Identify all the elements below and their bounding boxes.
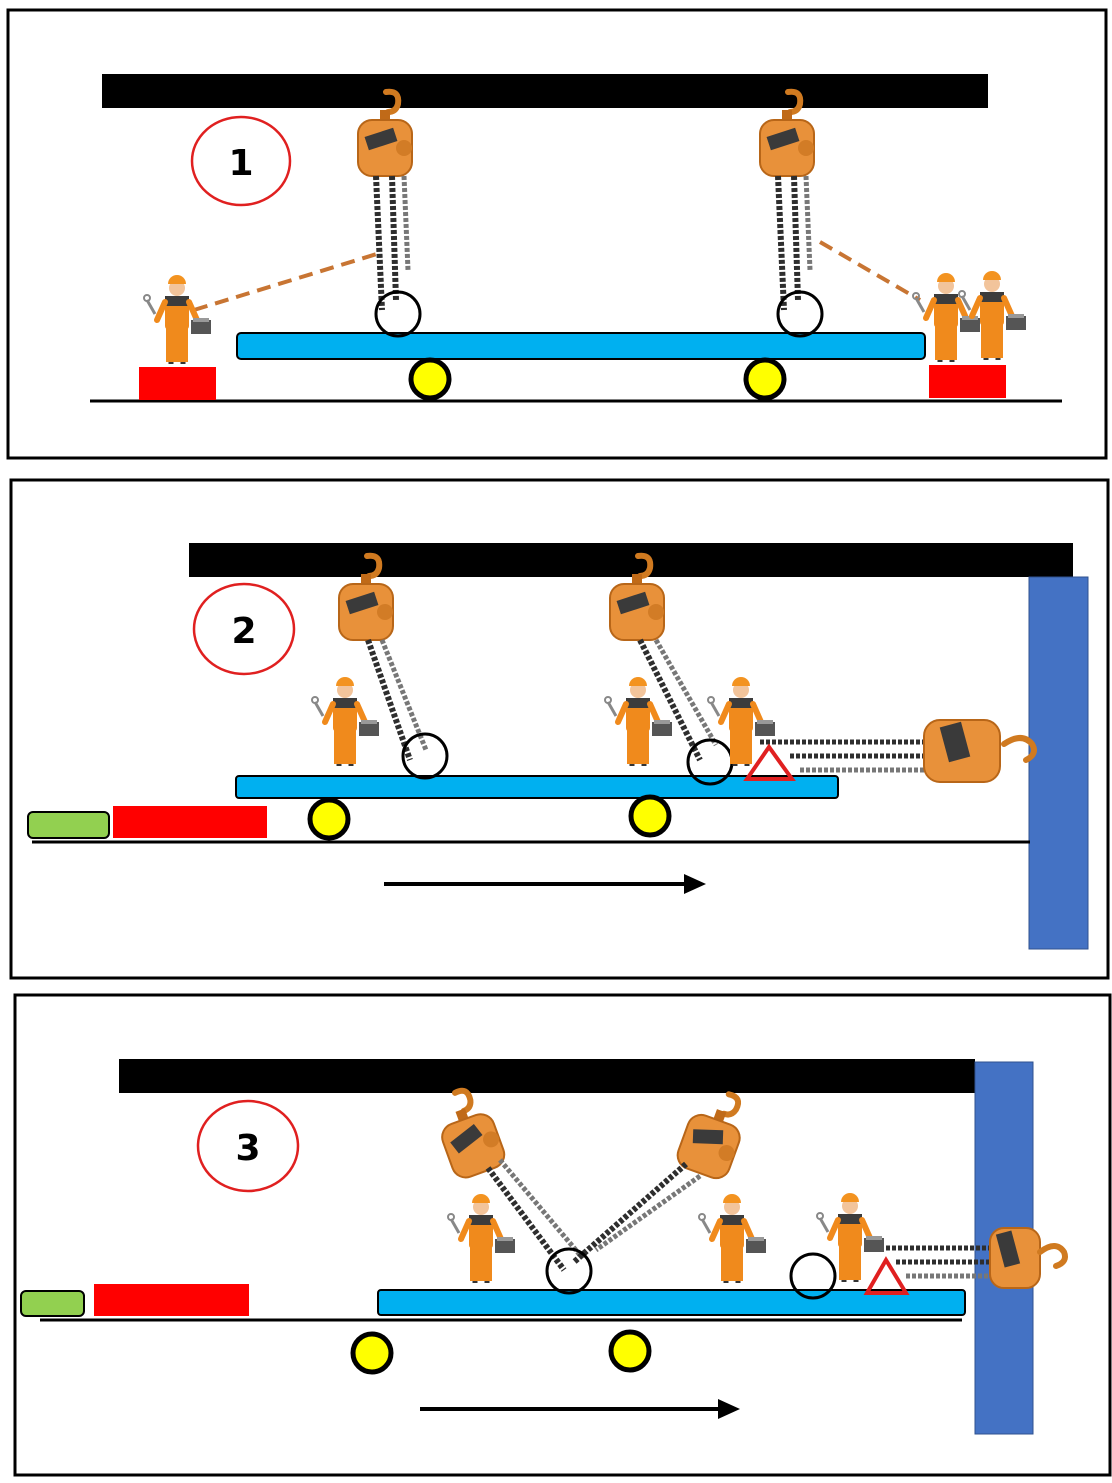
wheel [350, 1331, 394, 1375]
step-number-circle [192, 582, 296, 676]
step-number: 1 [228, 143, 253, 184]
overhead-beam [119, 1059, 975, 1093]
red-block [929, 365, 1006, 398]
wheel [743, 357, 787, 401]
hook-point-circle-icon [401, 732, 449, 780]
panel-step-2: 2 [9, 478, 1110, 980]
wheel [608, 1329, 652, 1373]
hook-point-circle-icon [789, 1252, 837, 1300]
hook-point-circle-icon [545, 1247, 593, 1295]
platform [235, 775, 839, 799]
step-number-circle [190, 115, 292, 207]
hook-point-circle-icon [776, 290, 824, 338]
anchor-wall [1028, 576, 1089, 950]
platform [236, 332, 926, 360]
overhead-beam [102, 74, 988, 108]
green-block [27, 811, 110, 839]
chain-hoist-icon [429, 1084, 582, 1272]
pull-cord [193, 251, 381, 312]
direction-arrow-icon [420, 1399, 740, 1419]
chain-hoist-icon [610, 556, 719, 762]
hook-point-circle-icon [374, 290, 422, 338]
chain-hoist-icon [760, 92, 814, 311]
step-number-circle [196, 1099, 300, 1193]
chain-hoist-icon [880, 1227, 1068, 1289]
wheel [307, 797, 351, 841]
chain-hoist-icon [572, 1084, 753, 1265]
warning-triangle-icon [863, 1256, 910, 1295]
wheel [408, 357, 452, 401]
chain-hoist-icon [339, 556, 429, 761]
step-number: 3 [235, 1128, 260, 1169]
red-block [139, 367, 216, 400]
panel-step-3: 3 [13, 993, 1112, 1477]
pull-cord [818, 240, 922, 302]
direction-arrow-icon [384, 874, 706, 894]
warning-triangle-icon [743, 743, 796, 781]
green-block [20, 1290, 85, 1317]
red-block [113, 806, 267, 838]
red-block [94, 1284, 249, 1316]
chain-hoist-icon [760, 719, 1037, 783]
overhead-beam [189, 543, 1073, 577]
step-number: 2 [231, 611, 256, 652]
chain-hoist-icon [358, 92, 412, 311]
wheel [628, 794, 672, 838]
panel-step-1: 1 [6, 8, 1108, 460]
